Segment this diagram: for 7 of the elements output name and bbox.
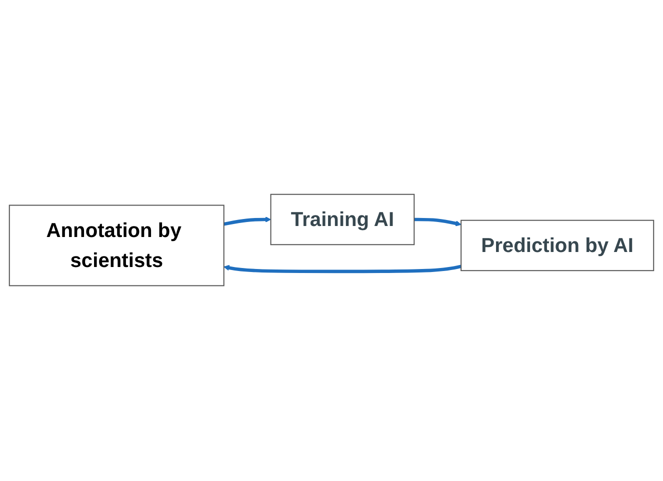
cycle-diagram: Annotation by scientists Prediction by AI Training AI [4,189,659,292]
arrow [224,265,462,274]
arrow [414,218,462,227]
arrow [224,217,272,226]
node-box [460,220,654,272]
node-box [270,194,415,246]
node-box [8,205,224,287]
